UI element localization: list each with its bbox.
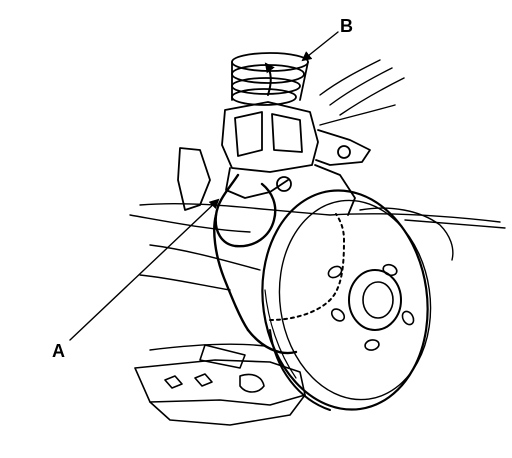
lower-control-arm — [134, 344, 306, 426]
callout-b-leader — [301, 31, 339, 62]
callout-a-label: A — [52, 341, 65, 361]
callout-a-leader — [69, 198, 220, 341]
callout-b-pointer-detail — [264, 62, 275, 96]
brake-disc — [261, 189, 432, 411]
sensor-wire — [213, 173, 298, 355]
steering-knuckle — [177, 101, 371, 216]
callout-b-label: B — [340, 16, 353, 36]
body-panel-lines — [129, 59, 506, 351]
